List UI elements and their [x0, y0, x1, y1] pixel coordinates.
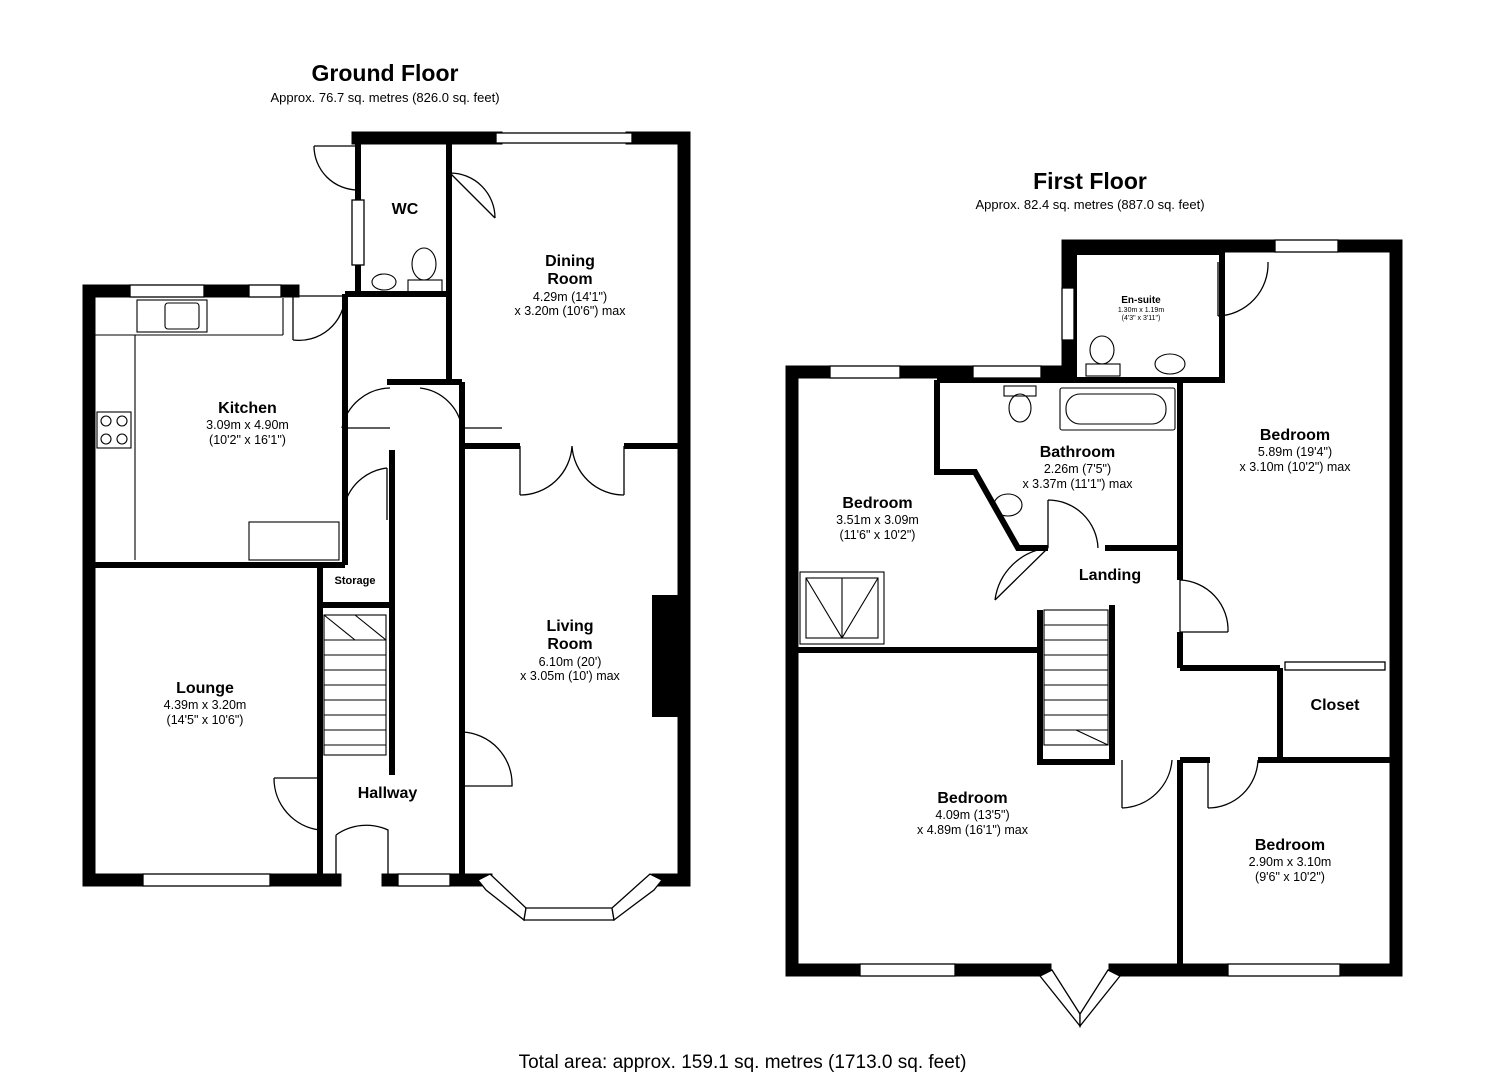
room-bedroom-4: Bedroom 2.90m x 3.10m (9'6" x 10'2")	[1215, 837, 1365, 884]
first-doors	[994, 261, 1269, 809]
first-stairs	[1043, 609, 1109, 746]
room-dim: (4'3" x 3'11")	[1121, 314, 1161, 322]
bay-window	[476, 873, 664, 922]
room-name: Bedroom	[937, 790, 1008, 807]
room-name: Lounge	[176, 680, 234, 697]
room-landing: Landing	[1060, 567, 1160, 585]
room-dim: 3.51m x 3.09m	[836, 513, 919, 528]
ground-floor-title: Ground Floor	[311, 60, 459, 86]
ground-stairs	[323, 614, 387, 756]
room-dim: (11'6" x 10'2")	[839, 527, 916, 542]
first-bay-window	[1038, 969, 1122, 1028]
total-area: Total area: approx. 159.1 sq. metres (17…	[518, 1052, 967, 1073]
wc-fittings	[371, 247, 443, 293]
bathroom-fittings	[993, 385, 1176, 517]
room-dim: 4.09m (13'5")	[935, 808, 1010, 823]
room-bedroom-2: Bedroom 3.51m x 3.09m (11'6" x 10'2")	[810, 495, 945, 542]
room-dim: 5.89m (19'4")	[1257, 445, 1333, 460]
room-hallway: Hallway	[340, 785, 435, 803]
room-name: WC	[391, 201, 419, 218]
room-dim: 3.09m x 4.90m	[206, 418, 289, 433]
room-name: En-suite	[1121, 295, 1161, 306]
room-bathroom: Bathroom 2.26m (7'5") x 3.37m (11'1") ma…	[1000, 444, 1155, 491]
room-dim: x 3.05m (10') max	[520, 669, 620, 684]
room-dim: x 3.37m (11'1") max	[1022, 476, 1133, 491]
room-name: Bathroom	[1039, 444, 1116, 461]
room-ensuite: En-suite 1.30m x 1.19m (4'3" x 3'11")	[1100, 295, 1182, 323]
ground-doors	[273, 145, 625, 880]
room-name: Landing	[1078, 567, 1142, 584]
room-dim: 4.39m x 3.20m	[163, 698, 247, 713]
room-bedroom-1: Bedroom 5.89m (19'4") x 3.10m (10'2") ma…	[1205, 427, 1385, 474]
room-name: Kitchen	[218, 400, 277, 417]
room-name: Closet	[1310, 697, 1360, 714]
room-dim: (9'6" x 10'2")	[1255, 869, 1325, 884]
room-name: Hallway	[357, 785, 418, 802]
shower-tray	[799, 571, 885, 645]
room-storage: Storage	[324, 575, 386, 588]
room-dim: 6.10m (20')	[538, 654, 602, 669]
room-dim: 2.26m (7'5")	[1043, 462, 1112, 477]
first-windows	[829, 239, 1386, 977]
room-bedroom-3: Bedroom 4.09m (13'5") x 4.89m (16'1") ma…	[885, 790, 1060, 837]
kitchen-fittings	[95, 298, 340, 561]
first-floor-area: Approx. 82.4 sq. metres (887.0 sq. feet)	[975, 197, 1205, 212]
room-dim: x 3.10m (10'2") max	[1239, 459, 1351, 474]
room-kitchen: Kitchen 3.09m x 4.90m (10'2" x 16'1")	[160, 400, 335, 447]
ground-windows	[129, 132, 633, 887]
room-dim: 1.30m x 1.19m	[1117, 306, 1165, 314]
fireplace	[652, 595, 678, 717]
room-name: Bedroom	[1259, 427, 1331, 444]
room-closet: Closet	[1290, 697, 1380, 715]
first-floor-title: First Floor	[1033, 168, 1147, 194]
room-living: Living Room 6.10m (20') x 3.05m (10') ma…	[490, 618, 650, 684]
ensuite-fittings	[1085, 335, 1186, 377]
room-dining: Dining Room 4.29m (14'1") x 3.20m (10'6"…	[485, 253, 655, 319]
ground-floor-walls	[82, 131, 691, 887]
room-name: Dining Room	[545, 253, 595, 289]
room-name: Bedroom	[842, 495, 913, 512]
room-dim: x 3.20m (10'6") max	[514, 304, 626, 319]
room-dim: (10'2" x 16'1")	[209, 432, 286, 447]
room-name: Storage	[334, 575, 376, 587]
room-name: Bedroom	[1254, 837, 1326, 854]
room-wc: WC	[370, 201, 440, 219]
room-name: Living Room	[546, 618, 594, 654]
room-dim: 4.29m (14'1")	[532, 289, 608, 304]
room-dim: 2.90m x 3.10m	[1248, 855, 1332, 870]
ground-floor-area: Approx. 76.7 sq. metres (826.0 sq. feet)	[270, 90, 500, 105]
room-dim: x 4.89m (16'1") max	[916, 822, 1029, 837]
room-lounge: Lounge 4.39m x 3.20m (14'5" x 10'6")	[110, 680, 300, 727]
room-dim: (14'5" x 10'6")	[166, 712, 244, 727]
